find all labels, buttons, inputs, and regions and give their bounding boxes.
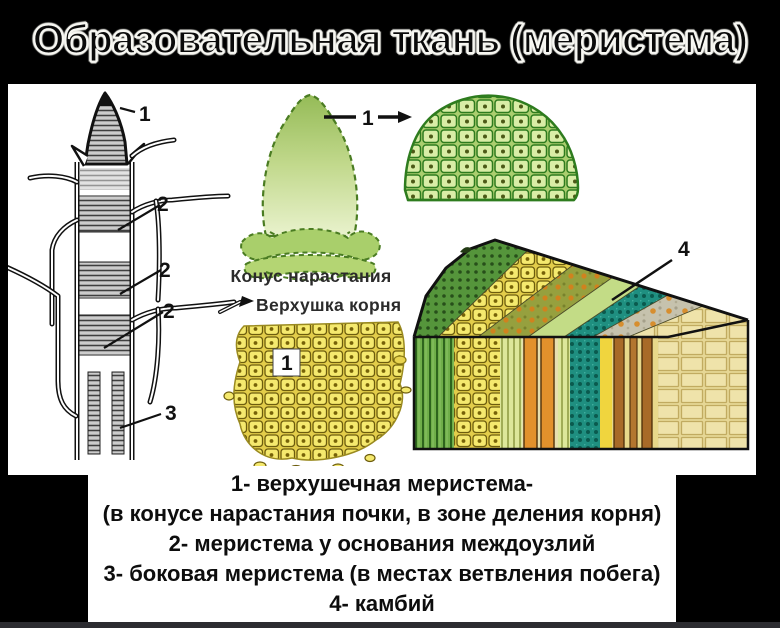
tissue-wedge-figure: 4 xyxy=(393,238,750,451)
root-tip-figure: Верхушка корня 1 xyxy=(218,295,412,476)
cone-arrow: 1 xyxy=(324,107,412,130)
growth-cone-figure: Конус нарастания xyxy=(231,93,392,286)
shoot-marker-2b: 2 xyxy=(159,259,171,282)
shoot-marker-2a: 2 xyxy=(157,193,169,216)
root-marker-1: 1 xyxy=(281,352,293,375)
apex-cells-figure xyxy=(403,94,580,202)
shoot-marker-2c: 2 xyxy=(163,300,175,323)
legend-line: (в конусе нарастания почки, в зоне делен… xyxy=(102,501,662,526)
figure-panel: 1 2 2 2 3 Конус нарастания 1 xyxy=(1,84,756,476)
cone-caption: Конус нарастания xyxy=(231,266,392,286)
slide-title: Образовательная ткань (меристема) xyxy=(32,15,750,63)
wedge-marker-4: 4 xyxy=(678,238,690,261)
shoot-marker-1: 1 xyxy=(139,103,151,126)
slide-bottom-edge xyxy=(0,622,780,628)
meristem-diagram: 1 2 2 2 3 Конус нарастания 1 xyxy=(1,91,750,476)
legend-line: 2- меристема у основания междоузлий xyxy=(168,531,596,556)
legend-line: 3- боковая меристема (в местах ветвления… xyxy=(103,561,661,586)
legend-line: 1- верхушечная меристема- xyxy=(230,471,534,496)
root-tip-caption: Верхушка корня xyxy=(256,295,401,315)
arrow-marker-1: 1 xyxy=(362,107,374,130)
legend-panel: 1- верхушечная меристема- (в конусе нара… xyxy=(88,466,676,622)
shoot-marker-3: 3 xyxy=(165,402,177,425)
legend-line: 4- камбий xyxy=(329,591,435,616)
shoot-figure: 1 2 2 2 3 xyxy=(1,91,237,460)
